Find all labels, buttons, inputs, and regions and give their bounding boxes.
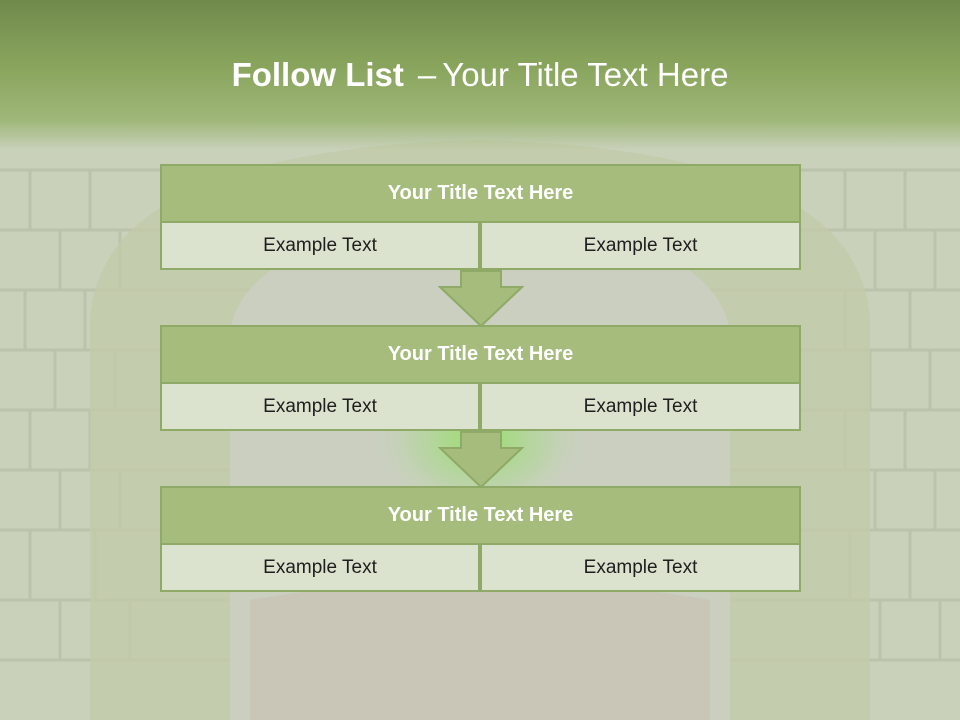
title-bold: Follow List (231, 56, 404, 93)
step-cell-left: Example Text (160, 543, 480, 592)
step-block-1: Your Title Text Here Example Text Exampl… (160, 164, 801, 270)
slide-title: Follow List–Your Title Text Here (0, 56, 960, 94)
step-cell-right: Example Text (480, 382, 801, 431)
title-rest: Your Title Text Here (442, 56, 729, 93)
step-cell-left: Example Text (160, 382, 480, 431)
down-arrow-icon (438, 270, 524, 328)
step-title: Your Title Text Here (160, 325, 801, 384)
step-cell-right: Example Text (480, 221, 801, 270)
step-cell-left: Example Text (160, 221, 480, 270)
title-separator: – (417, 56, 437, 93)
step-cell-right: Example Text (480, 543, 801, 592)
step-title: Your Title Text Here (160, 164, 801, 223)
step-block-2: Your Title Text Here Example Text Exampl… (160, 325, 801, 431)
step-block-3: Your Title Text Here Example Text Exampl… (160, 486, 801, 592)
down-arrow-icon (438, 431, 524, 489)
step-title: Your Title Text Here (160, 486, 801, 545)
header-band (0, 0, 960, 150)
